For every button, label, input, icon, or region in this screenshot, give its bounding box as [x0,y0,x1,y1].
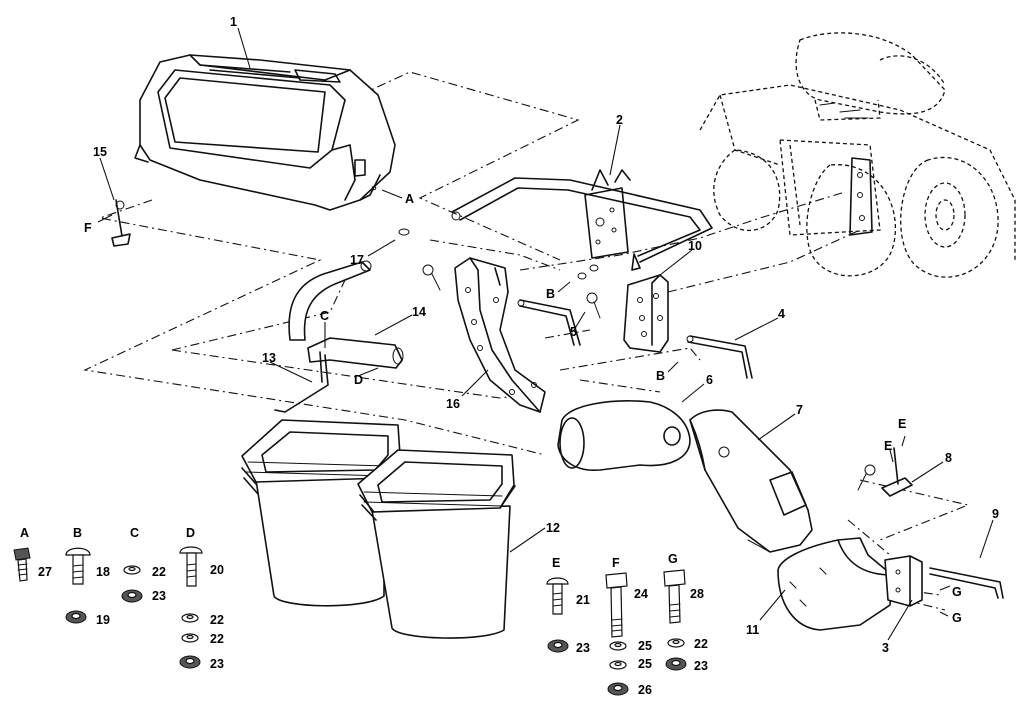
part-4-pin [686,335,753,379]
ref-a: A [405,192,414,206]
ref-f: F [84,221,92,235]
hardware-item-18: 18 [96,565,110,579]
part-13-rod [274,351,329,413]
callout-13: 13 [262,351,276,365]
callout-16: 16 [446,397,460,411]
hardware-letter-d: D [186,526,195,540]
hardware-item-20: 20 [210,563,224,577]
callout-11: 11 [746,623,759,637]
hardware-item-21: 21 [576,593,590,607]
hardware-item-23-d: 23 [210,657,224,671]
ref-e-lower: E [884,439,892,453]
callout-10: 10 [688,239,702,253]
hardware-item-26: 26 [638,683,652,697]
hardware-letter-f: F [612,556,620,570]
callout-8: 8 [945,451,952,465]
hardware-item-27: 27 [38,565,52,579]
ref-b-upper: B [546,287,555,301]
ref-e-upper: E [898,417,906,431]
callout-2: 2 [616,113,623,127]
part-8-small-bracket [857,447,913,497]
hardware-item-22-c: 22 [152,565,166,579]
callout-17: 17 [350,253,364,267]
hardware-group-b: B 18 19 [65,526,110,627]
part-11-chute-lower [777,537,893,631]
part-12-bag-right [357,449,516,639]
callout-15: 15 [93,145,107,159]
part-10-rear-bracket [623,274,669,353]
hardware-group-e: E 21 23 [546,556,590,655]
callout-6: 6 [706,373,713,387]
callout-7: 7 [796,403,803,417]
hardware-item-22-d1: 22 [210,613,224,627]
hardware-group-c: C 22 23 [121,526,166,603]
ref-g-upper: G [952,585,962,599]
hardware-item-23-g: 23 [694,659,708,673]
callout-3: 3 [882,641,889,655]
hardware-letter-g: G [668,552,678,566]
hardware-group-g: G 28 22 23 [663,552,708,673]
hardware-item-25-f1: 25 [638,639,652,653]
hardware-item-25-f2: 25 [638,657,652,671]
ref-g-lower: G [952,611,962,625]
part-5-pin-and-clip [398,228,601,346]
part-9-rod [929,567,1004,599]
callout-12: 12 [546,521,560,535]
hardware-group-d: D 20 22 22 23 [179,526,224,671]
part-15-latch [111,199,131,247]
hardware-item-22-g: 22 [694,637,708,651]
part-2-bracket [584,169,631,259]
ref-b-lower: B [656,369,665,383]
ref-c: C [320,309,329,323]
part-7-chute-middle [689,409,813,553]
assembly-guide-lines [83,71,970,611]
hardware-group-f: F 24 25 25 26 [605,556,652,697]
callout-1: 1 [230,15,237,29]
upper-frame-tube [451,177,713,271]
callout-4: 4 [778,307,785,321]
callout-14: 14 [412,305,426,319]
callout-labels: 1 2 3 4 5 6 7 8 9 10 11 12 13 14 15 16 1… [93,15,999,655]
callout-5: 5 [570,325,577,339]
ref-d: D [354,373,363,387]
hardware-letter-a: A [20,526,29,540]
hardware-item-22-d2: 22 [210,632,224,646]
hardware-letter-c: C [130,526,139,540]
hardware-item-23-c: 23 [152,589,166,603]
tractor-outline [699,32,1016,278]
callout-leaders [97,27,994,641]
hardware-letter-b: B [73,526,82,540]
hardware-item-28: 28 [690,587,704,601]
hardware-group-a: A 27 [13,526,52,582]
hardware-item-19: 19 [96,613,110,627]
part-14-bent-tube [288,260,404,369]
part-1-hood-cover [134,54,396,211]
hardware-key: A 27 B 18 19 C 22 23 D [13,526,708,697]
callout-9: 9 [992,507,999,521]
part-6-chute-upper [557,400,691,471]
letter-references: A B B C D E E F G G [84,192,962,625]
hardware-item-24: 24 [634,587,648,601]
hardware-item-23-e: 23 [576,641,590,655]
part-16-mounting-bracket [454,257,546,413]
part-3-clamp-bracket [884,555,923,607]
hardware-letter-e: E [552,556,560,570]
part-12-bag-left [241,419,403,607]
